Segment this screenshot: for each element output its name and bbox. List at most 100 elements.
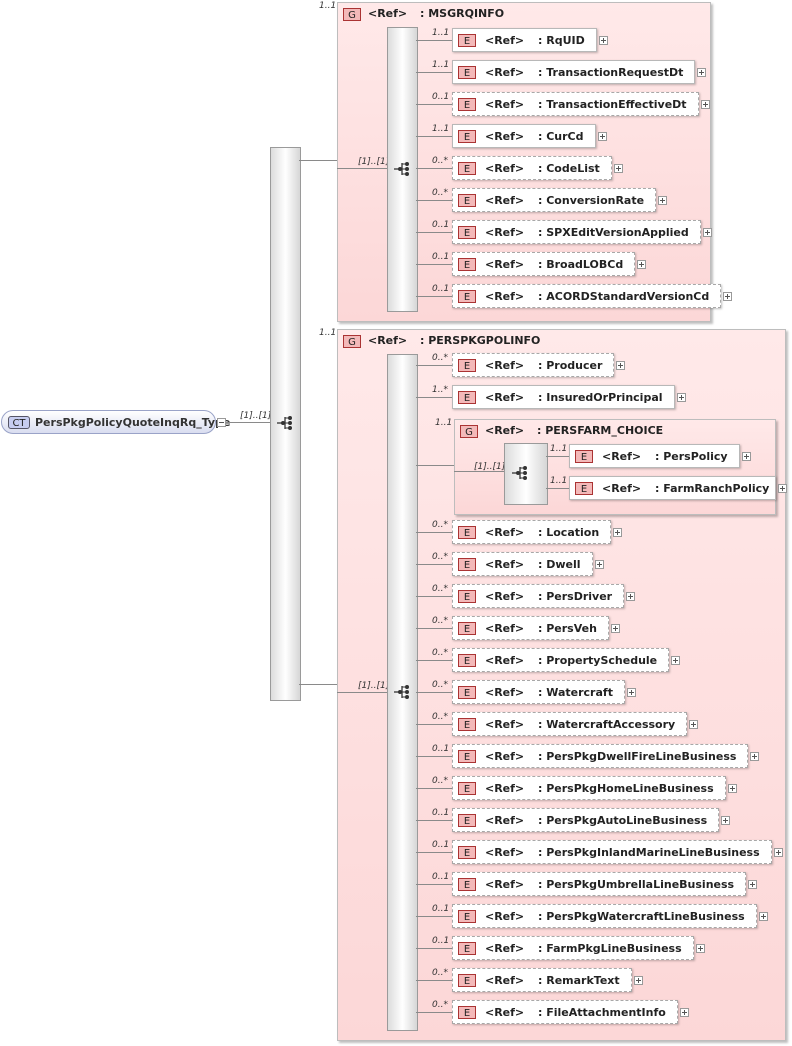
element-badge: E [458, 878, 476, 891]
element-name: : RqUID [538, 34, 585, 47]
group-ref: <Ref> [368, 334, 408, 347]
element-badge: E [458, 814, 476, 827]
element-ref-card[interactable]: E<Ref>: BroadLOBCd [452, 252, 635, 276]
element-name: : BroadLOBCd [538, 258, 624, 271]
element-name: : PersPkgInlandMarineLineBusiness [538, 846, 760, 859]
element-ref-card[interactable]: E<Ref>: PersDriver [452, 584, 624, 608]
element-multiplicity: 1..* [432, 385, 448, 395]
element-ref-card[interactable]: E<Ref>: PropertySchedule [452, 648, 669, 672]
expand-icon[interactable] [748, 880, 757, 889]
expand-icon[interactable] [721, 816, 730, 825]
element-ref-label: <Ref> [485, 194, 525, 207]
expand-icon[interactable] [599, 36, 608, 45]
expand-icon[interactable] [778, 484, 787, 493]
element-multiplicity: 0..* [432, 776, 448, 786]
element-ref-card[interactable]: E<Ref>: FileAttachmentInfo [452, 1000, 678, 1024]
element-name: : PersPkgHomeLineBusiness [538, 782, 714, 795]
expand-icon[interactable] [774, 848, 783, 857]
element-ref-card[interactable]: E<Ref>: FarmRanchPolicy [569, 476, 776, 500]
element-ref-card[interactable]: E<Ref>: PersPkgWatercraftLineBusiness [452, 904, 757, 928]
expand-icon[interactable] [637, 260, 646, 269]
element-ref-card[interactable]: E<Ref>: CodeList [452, 156, 612, 180]
expand-icon[interactable] [595, 560, 604, 569]
expand-icon[interactable] [627, 688, 636, 697]
perspkg-sequence-multiplicity: [1]..[1] [358, 681, 390, 691]
element-ref-card[interactable]: E<Ref>: PersPkgHomeLineBusiness [452, 776, 726, 800]
element-ref-card[interactable]: E<Ref>: PersPkgAutoLineBusiness [452, 808, 719, 832]
expand-icon[interactable] [697, 68, 706, 77]
element-multiplicity: 0..1 [432, 92, 450, 102]
complex-type-root[interactable]: CT PersPkgPolicyQuoteInqRq_Type [1, 410, 230, 434]
element-multiplicity: 0..* [432, 520, 448, 530]
element-ref-card[interactable]: E<Ref>: PersPkgInlandMarineLineBusiness [452, 840, 772, 864]
element-ref-card[interactable]: E<Ref>: Dwell [452, 552, 593, 576]
expand-icon[interactable] [750, 752, 759, 761]
element-ref-card[interactable]: E<Ref>: CurCd [452, 124, 596, 148]
element-multiplicity: 0..* [432, 968, 448, 978]
element-ref-card[interactable]: E<Ref>: ConversionRate [452, 188, 656, 212]
element-badge: E [458, 359, 476, 372]
expand-icon[interactable] [611, 624, 620, 633]
element-ref-card[interactable]: E<Ref>: Location [452, 520, 611, 544]
element-ref-card[interactable]: E<Ref>: TransactionEffectiveDt [452, 92, 699, 116]
element-name: : PropertySchedule [538, 654, 658, 667]
element-ref-label: <Ref> [485, 34, 525, 47]
element-ref-card[interactable]: E<Ref>: WatercraftAccessory [452, 712, 687, 736]
element-ref-label: <Ref> [485, 718, 525, 731]
expand-icon[interactable] [613, 528, 622, 537]
element-ref-card[interactable]: E<Ref>: ACORDStandardVersionCd [452, 284, 721, 308]
element-ref-label: <Ref> [485, 654, 525, 667]
expand-icon[interactable] [677, 393, 686, 402]
element-ref-card[interactable]: E<Ref>: Producer [452, 353, 614, 377]
expand-icon[interactable] [728, 784, 737, 793]
element-name: : ConversionRate [538, 194, 645, 207]
element-ref-card[interactable]: E<Ref>: PersVeh [452, 616, 609, 640]
expand-icon[interactable] [614, 164, 623, 173]
element-ref-card[interactable]: E<Ref>: InsuredOrPrincipal [452, 385, 675, 409]
expand-icon[interactable] [634, 976, 643, 985]
perspkg-group-multiplicity: 1..1 [319, 328, 337, 338]
expand-icon[interactable] [671, 656, 680, 665]
element-ref-card[interactable]: E<Ref>: PersPolicy [569, 444, 740, 468]
element-multiplicity: 0..1 [432, 252, 450, 262]
expand-icon[interactable] [658, 196, 667, 205]
element-multiplicity: 1..1 [432, 124, 450, 134]
expand-icon[interactable] [723, 292, 732, 301]
choice-sequence-multiplicity: [1]..[1] [474, 462, 506, 472]
expand-icon[interactable] [759, 912, 768, 921]
element-ref-card[interactable]: E<Ref>: PersPkgDwellFireLineBusiness [452, 744, 748, 768]
expand-icon[interactable] [616, 361, 625, 370]
element-ref-label: <Ref> [602, 482, 642, 495]
element-ref-label: <Ref> [485, 66, 525, 79]
element-ref-card[interactable]: E<Ref>: RqUID [452, 28, 597, 52]
sequence-icon [394, 685, 409, 699]
perspkg-group-name: : PERSPKGPOLINFO [420, 334, 541, 347]
element-multiplicity: 0..* [432, 616, 448, 626]
element-name: : FarmPkgLineBusiness [538, 942, 682, 955]
element-name: : Watercraft [538, 686, 613, 699]
element-ref-card[interactable]: E<Ref>: FarmPkgLineBusiness [452, 936, 694, 960]
element-badge: E [458, 258, 476, 271]
element-ref-card[interactable]: E<Ref>: Watercraft [452, 680, 625, 704]
element-ref-label: <Ref> [602, 450, 642, 463]
expand-icon[interactable] [689, 720, 698, 729]
expand-icon[interactable] [703, 228, 712, 237]
element-name: : CurCd [538, 130, 584, 143]
expand-icon[interactable] [701, 100, 710, 109]
collapse-icon[interactable] [217, 418, 226, 427]
expand-icon[interactable] [742, 452, 751, 461]
element-name: : ACORDStandardVersionCd [538, 290, 710, 303]
element-name: : RemarkText [538, 974, 620, 987]
element-ref-card[interactable]: E<Ref>: TransactionRequestDt [452, 60, 695, 84]
expand-icon[interactable] [680, 1008, 689, 1017]
element-badge: E [458, 750, 476, 763]
group-ref: <Ref> [368, 7, 408, 20]
element-badge: E [575, 450, 593, 463]
element-ref-card[interactable]: E<Ref>: RemarkText [452, 968, 632, 992]
group-badge: G [460, 425, 478, 438]
expand-icon[interactable] [598, 132, 607, 141]
expand-icon[interactable] [626, 592, 635, 601]
expand-icon[interactable] [696, 944, 705, 953]
element-ref-card[interactable]: E<Ref>: PersPkgUmbrellaLineBusiness [452, 872, 746, 896]
element-ref-card[interactable]: E<Ref>: SPXEditVersionApplied [452, 220, 701, 244]
